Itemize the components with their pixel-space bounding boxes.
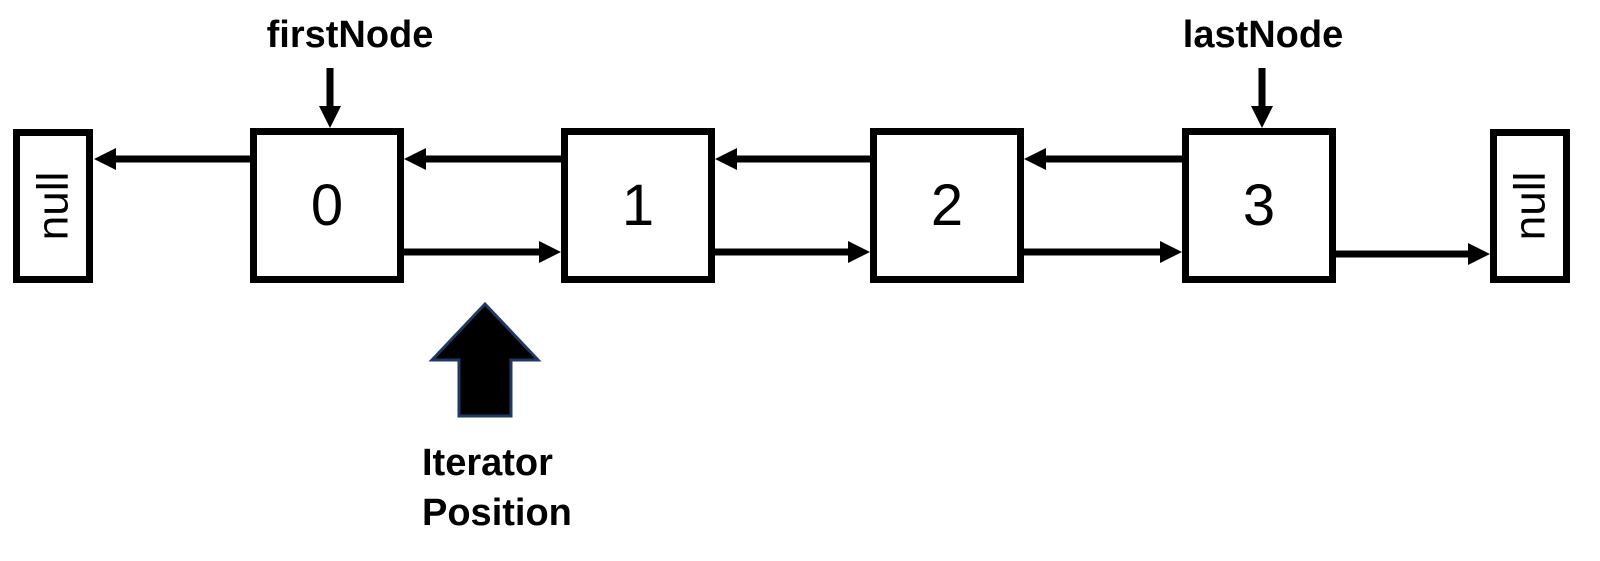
- left-null-label: null: [28, 171, 77, 241]
- node-value: 2: [930, 173, 964, 238]
- node-box-1: 1: [561, 128, 715, 283]
- node-box-0: 0: [250, 128, 404, 283]
- iterator-position-label: Iterator Position: [422, 438, 572, 538]
- next-arrow-node3-to-null-icon: [1336, 243, 1490, 265]
- right-null-label: null: [1505, 171, 1554, 241]
- last-node-arrow-icon: [1251, 68, 1273, 128]
- next-arrow-node1-to-node2-icon: [715, 241, 870, 263]
- prev-arrow-node1-to-node0-icon: [404, 148, 561, 170]
- prev-arrow-node0-to-null-icon: [94, 148, 250, 170]
- iterator-label-line2: Position: [422, 492, 572, 534]
- node-box-3: 3: [1182, 128, 1336, 283]
- right-null-box: null: [1490, 129, 1570, 283]
- iterator-arrow-icon: [428, 301, 542, 418]
- first-node-arrow-icon: [319, 68, 341, 128]
- first-node-label: firstNode: [266, 14, 434, 56]
- prev-arrow-node2-to-node1-icon: [715, 148, 870, 170]
- iterator-label-line1: Iterator: [422, 442, 553, 484]
- node-box-2: 2: [870, 128, 1024, 283]
- left-null-box: null: [13, 129, 93, 283]
- prev-arrow-node3-to-node2-icon: [1024, 148, 1182, 170]
- next-arrow-node0-to-node1-icon: [404, 241, 561, 263]
- node-value: 0: [310, 173, 344, 238]
- node-value: 1: [621, 173, 655, 238]
- last-node-label: lastNode: [1182, 14, 1344, 56]
- next-arrow-node2-to-node3-icon: [1024, 241, 1182, 263]
- node-value: 3: [1242, 173, 1276, 238]
